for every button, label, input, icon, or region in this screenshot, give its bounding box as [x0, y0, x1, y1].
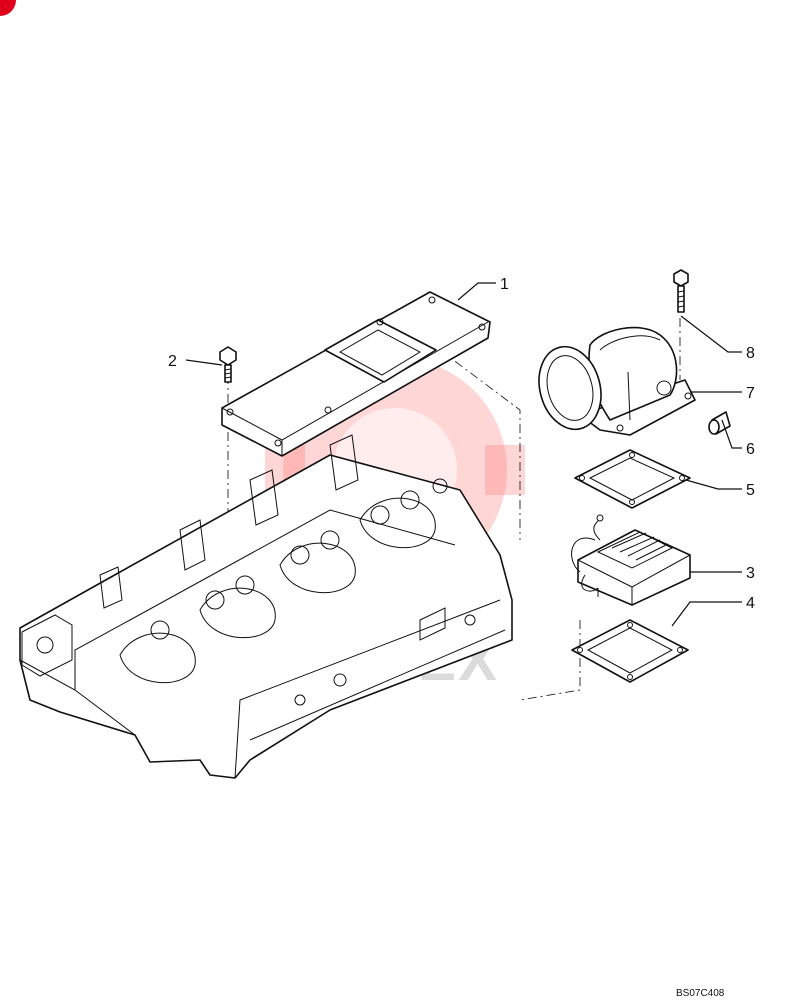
callout-1: 1 — [500, 276, 509, 293]
part-2-bolt — [219, 346, 237, 383]
part-7-intake-elbow — [538, 326, 696, 436]
part-4-gasket — [571, 619, 689, 683]
callout-5: 5 — [746, 482, 755, 499]
callout-8: 8 — [746, 345, 755, 362]
callout-3: 3 — [746, 565, 755, 582]
part-8-bolt — [673, 269, 689, 313]
leader-lines — [185, 282, 742, 627]
cylinder-head — [19, 434, 513, 779]
callout-4: 4 — [746, 595, 755, 612]
part-5-gasket — [574, 449, 691, 509]
part-3-heater-element — [571, 514, 691, 606]
drawing-code: BS07C408 — [676, 988, 725, 999]
callout-2: 2 — [168, 353, 177, 370]
callout-6: 6 — [746, 441, 755, 458]
callout-7: 7 — [746, 385, 755, 402]
part-6-sleeve — [708, 411, 731, 435]
corner-mark-icon — [0, 0, 16, 16]
part-1-gasket-plate — [221, 291, 491, 457]
